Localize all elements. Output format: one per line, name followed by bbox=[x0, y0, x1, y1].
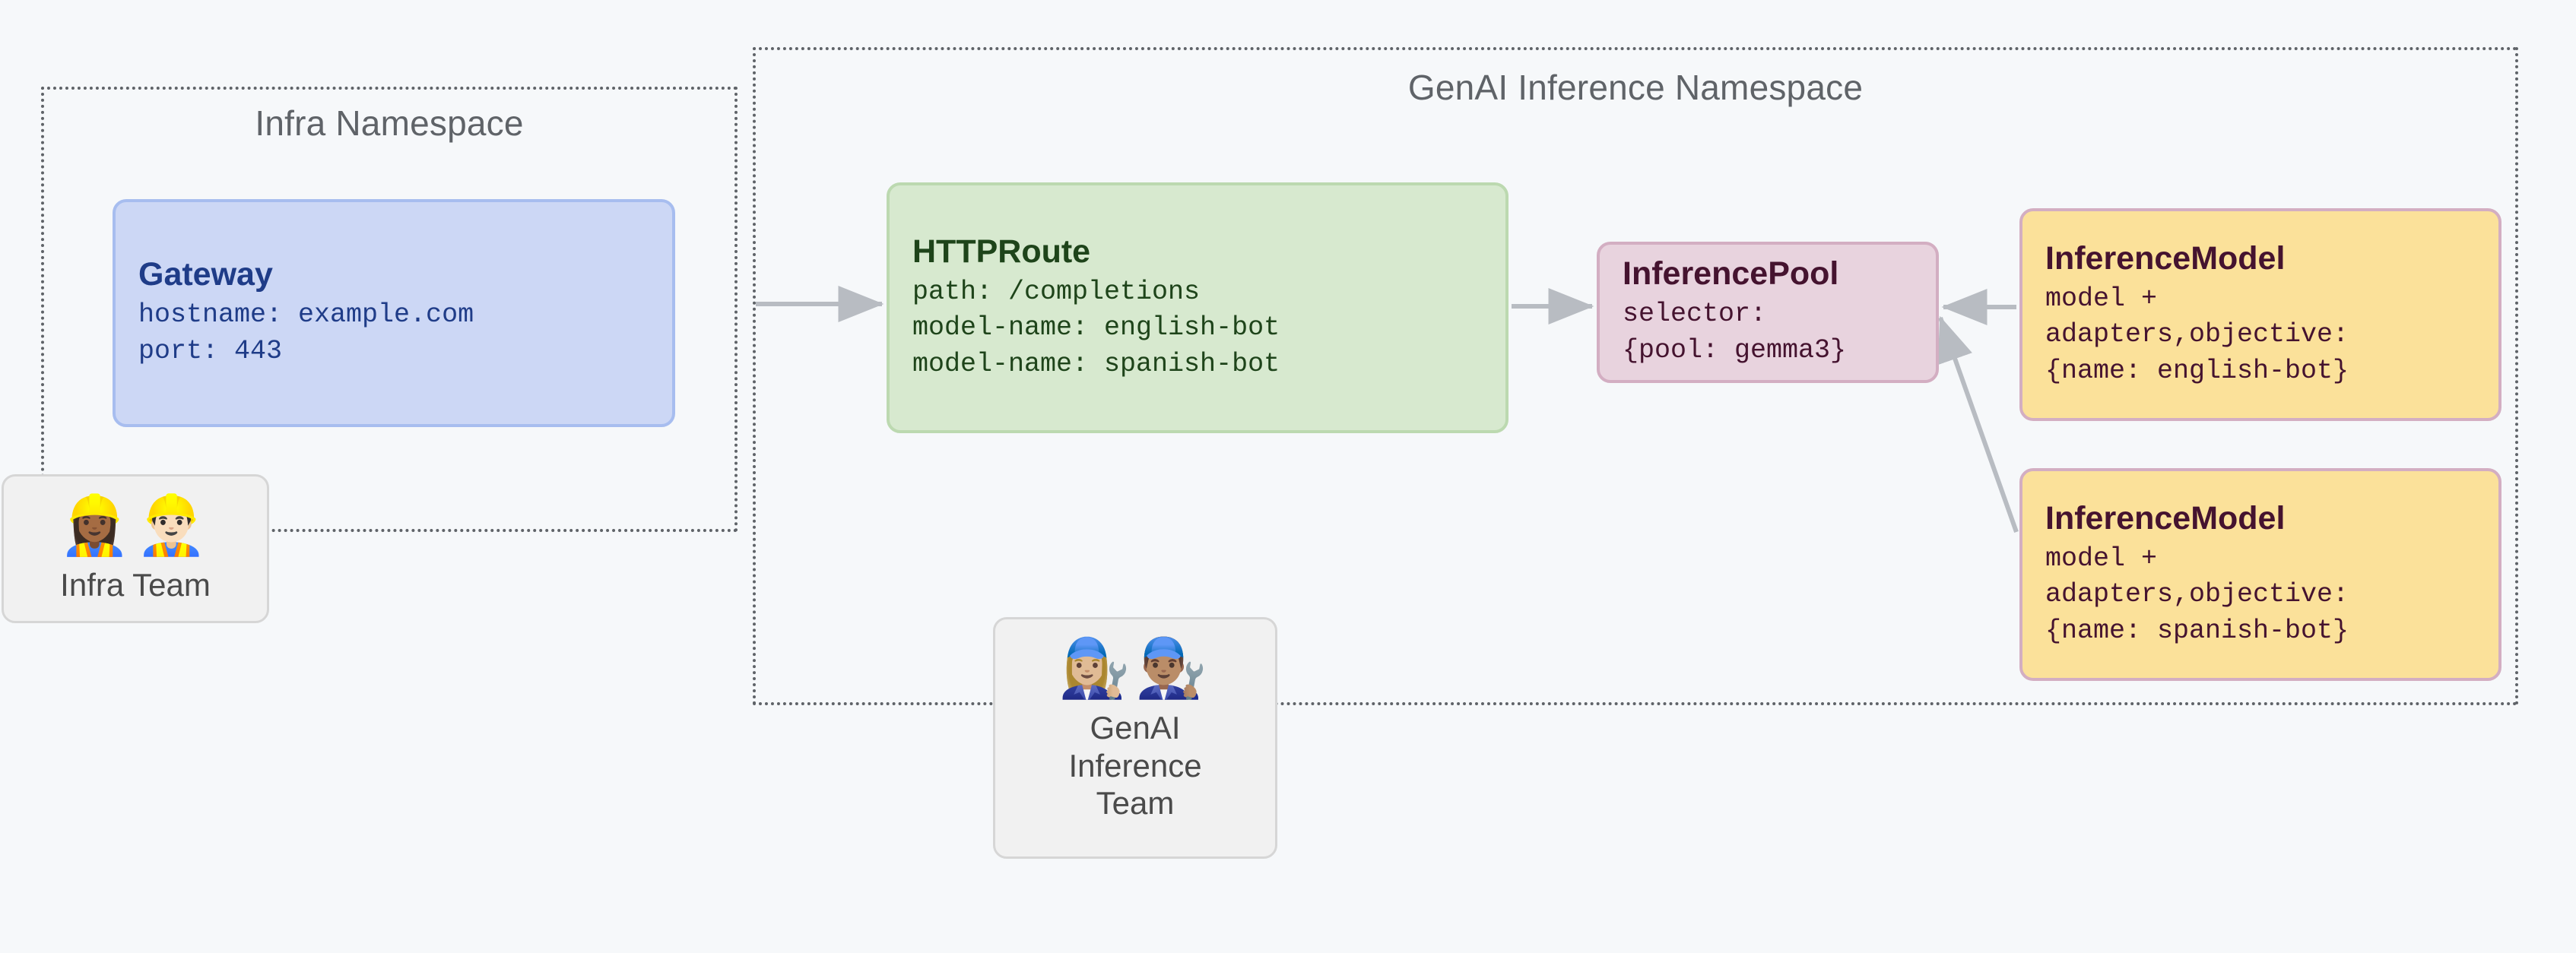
namespace-boundary-infra bbox=[41, 87, 738, 532]
resource-card-inferencemodel-spanish[interactable]: InferenceModel model + adapters,objectiv… bbox=[2019, 468, 2501, 681]
team-label-genai: GenAI Inference Team bbox=[1068, 710, 1202, 822]
inferencemodel-spanish-spec: model + adapters,objective: {name: spani… bbox=[2045, 543, 2349, 646]
namespace-boundary-genai bbox=[753, 47, 2518, 705]
inferencemodel-english-title: InferenceModel bbox=[2045, 239, 2286, 277]
httproute-spec: path: /completions model-name: english-b… bbox=[912, 276, 1280, 379]
team-label-infra: Infra Team bbox=[60, 567, 211, 603]
gateway-spec: hostname: example.com port: 443 bbox=[138, 299, 474, 367]
inferencemodel-spanish-title: InferenceModel bbox=[2045, 499, 2286, 537]
resource-card-httproute[interactable]: HTTPRoute path: /completions model-name:… bbox=[887, 182, 1508, 433]
namespace-title-infra: Infra Namespace bbox=[255, 103, 524, 143]
resource-card-gateway[interactable]: Gateway hostname: example.com port: 443 bbox=[113, 199, 675, 427]
inferencepool-title: InferencePool bbox=[1623, 255, 1839, 293]
httproute-title: HTTPRoute bbox=[912, 233, 1091, 270]
resource-card-inferencepool[interactable]: InferencePool selector: {pool: gemma3} bbox=[1597, 242, 1939, 383]
team-card-infra[interactable]: 👷🏾‍♀️👷🏻‍♂️ Infra Team bbox=[2, 474, 269, 623]
construction-worker-icons: 👷🏾‍♀️👷🏻‍♂️ bbox=[59, 491, 212, 559]
inferencemodel-english-spec: model + adapters,objective: {name: engli… bbox=[2045, 283, 2349, 386]
team-card-genai[interactable]: 👩🏼‍🔧👨🏽‍🔧 GenAI Inference Team bbox=[993, 617, 1277, 859]
namespace-title-genai: GenAI Inference Namespace bbox=[1407, 68, 1864, 107]
gateway-title: Gateway bbox=[138, 256, 273, 293]
mechanic-icons: 👩🏼‍🔧👨🏽‍🔧 bbox=[1058, 634, 1212, 701]
resource-card-inferencemodel-english[interactable]: InferenceModel model + adapters,objectiv… bbox=[2019, 208, 2501, 421]
inferencepool-spec: selector: {pool: gemma3} bbox=[1623, 299, 1847, 366]
